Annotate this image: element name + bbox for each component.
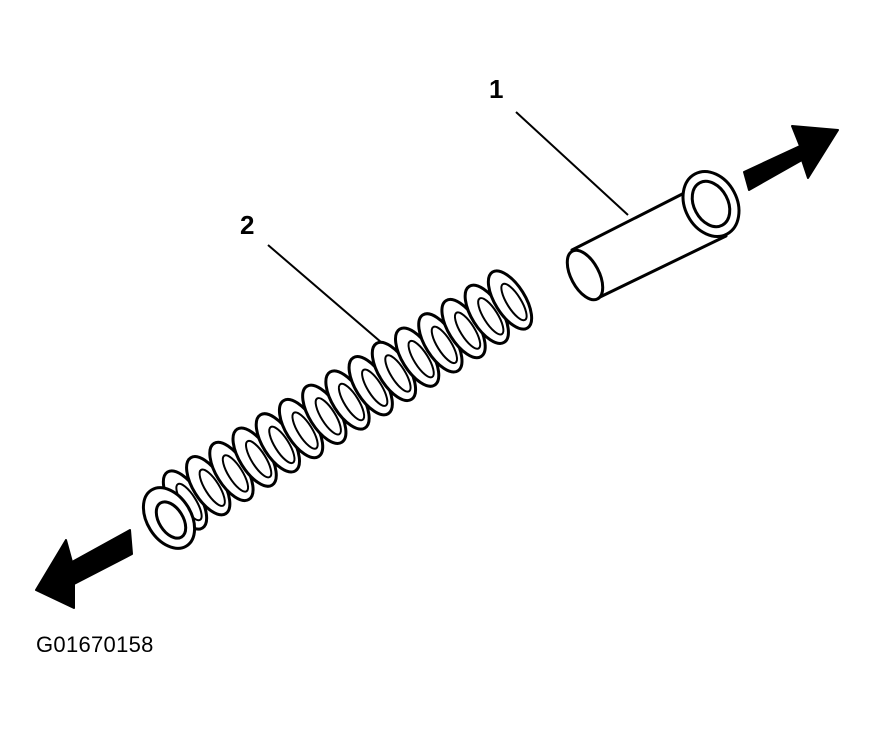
spring-coil-inner [245, 439, 273, 479]
arrow-down-left-icon [35, 529, 133, 609]
spring-coil-inner [268, 425, 296, 465]
leader-line-2 [267, 244, 383, 344]
figure-id-label: G01670158 [36, 632, 154, 657]
spring-coil-inner [198, 468, 226, 507]
leader-line-1 [515, 111, 629, 216]
spring-coil-inner [500, 282, 528, 322]
spring-coil-inner [221, 454, 250, 493]
pin-icon [565, 170, 741, 302]
spring-coil-inner [453, 311, 482, 350]
spring-coil-inner [384, 354, 412, 393]
arrow-up-right-icon [743, 125, 839, 191]
spring-coil-inner [361, 368, 389, 407]
spring-coil-inner [291, 411, 319, 450]
spring-coil-inner [477, 297, 505, 336]
spring-coil-inner [337, 382, 366, 422]
spring-coil-inner [407, 339, 435, 379]
callout-number-2: 2 [240, 210, 255, 240]
callout-number-1: 1 [489, 74, 504, 104]
spring-coil-inner [430, 325, 458, 365]
coil-spring-icon [141, 269, 535, 550]
spring-coil-inner [314, 397, 342, 436]
